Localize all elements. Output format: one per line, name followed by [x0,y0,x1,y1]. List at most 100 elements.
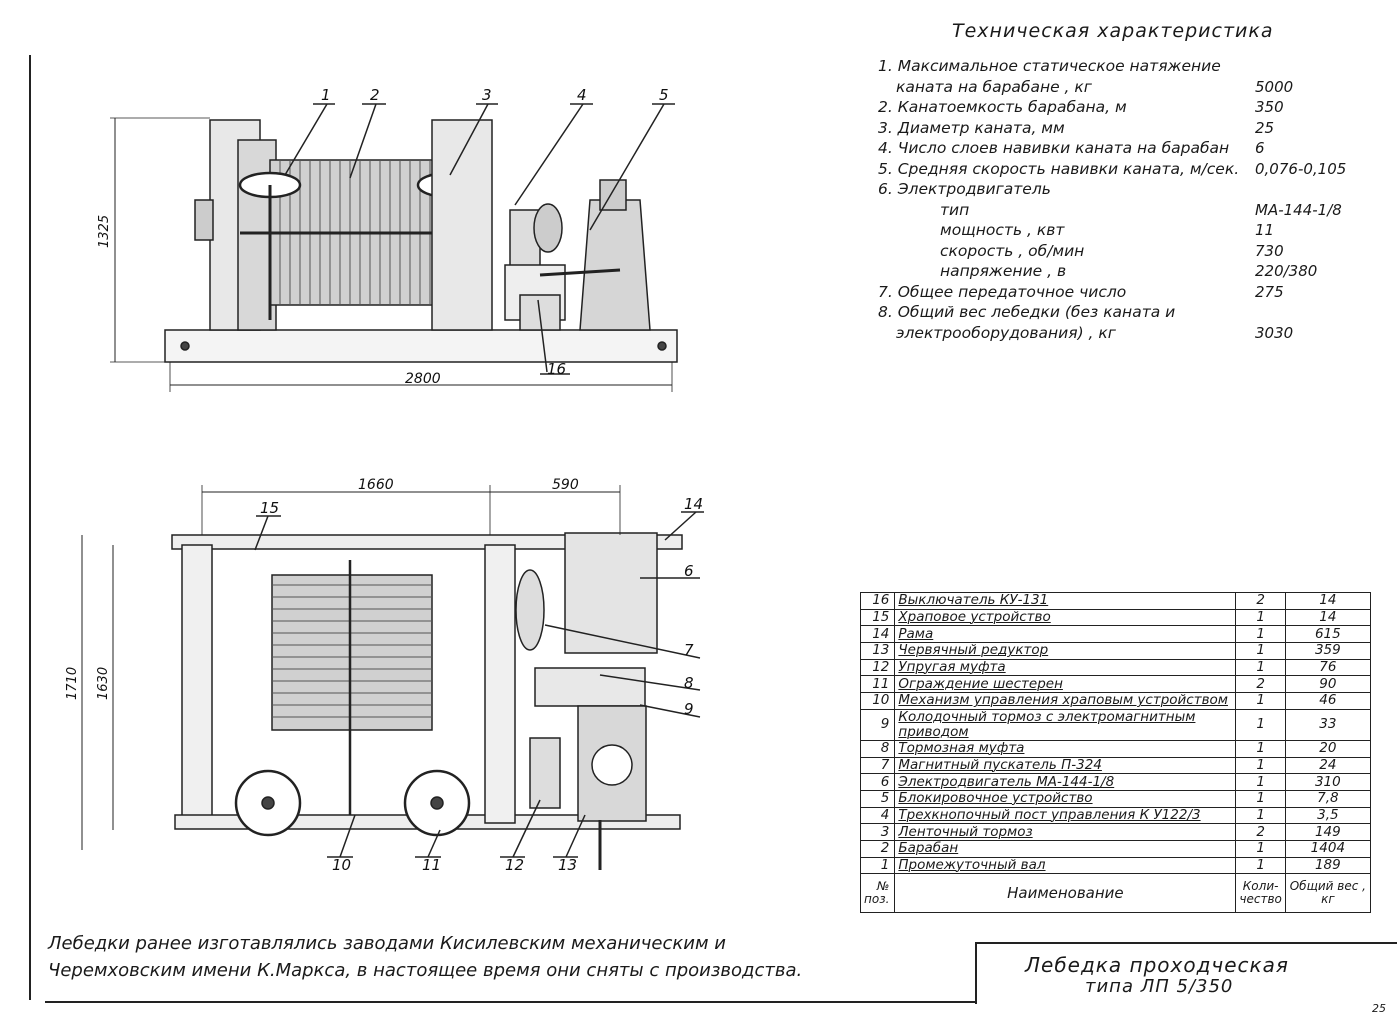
parts-cell-wt: 3,5 [1284,806,1371,825]
parts-cell-pos: 3 [859,823,896,841]
callout-4: 4 [577,86,587,104]
spec-line-text: 8. Общий вес лебедки (без каната и [878,303,1176,321]
parts-cell-qty: 2 [1235,592,1286,610]
plan-drum [271,574,433,731]
spec-line-value: 275 [1255,282,1284,301]
parts-cell-name: Храповое устройство [894,608,1237,627]
parts-table-header: № поз. Наименование Коли-чество Общий ве… [859,873,1371,914]
parts-cell-name: Червячный редуктор [894,642,1237,660]
spec-line-text: напряжение , в [940,262,1067,280]
parts-cell-wt: 20 [1284,739,1371,758]
parts-cell-wt: 46 [1284,692,1371,710]
title-line2: типа ЛП 5/350 [1085,976,1234,997]
side-view [110,103,678,392]
parts-cell-name: Трехкнопочный пост управления К У122/3 [894,806,1237,825]
callout-14: 14 [684,495,703,513]
parts-cell-qty: 2 [1235,823,1286,841]
parts-cell-wt: 189 [1284,856,1371,875]
parts-cell-qty: 1 [1235,806,1286,825]
spec-line-text: мощность , квт [940,221,1065,239]
callout-10: 10 [332,856,351,874]
parts-cell-qty: 1 [1235,789,1286,808]
plan-brake [534,667,646,707]
spec-line-text: 3. Диаметр каната, мм [878,118,1065,137]
spec-line-value: 5000 [1255,77,1294,96]
parts-cell-qty: 1 [1235,642,1286,660]
parts-cell-wt: 149 [1284,823,1371,841]
plan-top-rail [171,534,683,550]
parts-cell-wt: 24 [1284,756,1371,775]
parts-cell-wt: 76 [1284,658,1371,677]
header-pos: № поз. [859,873,896,914]
parts-cell-qty: 1 [1235,658,1286,677]
spec-line-value: 220/380 [1255,262,1318,280]
parts-cell-qty: 1 [1235,608,1286,627]
callout-11: 11 [422,856,441,874]
parts-cell-wt: 615 [1284,625,1371,644]
spec-line-text: тип [940,200,970,219]
parts-cell-name: Выключатель КУ-131 [894,592,1237,610]
parts-cell-name: Колодочный тормоз с электромагнитным при… [894,708,1237,741]
spec-line-text: каната на барабане , кг [896,77,1092,96]
dim-side-height: 1325 [97,215,112,248]
callout-15: 15 [260,499,279,517]
parts-cell-wt: 310 [1284,773,1371,791]
parts-cell-name: Ленточный тормоз [894,823,1237,841]
parts-cell-qty: 1 [1235,625,1286,644]
spec-line-value: 0,076-0,105 [1255,159,1347,178]
footer-note-line2: Черемховским имени К.Маркса, в настоящее… [48,960,803,981]
callout-5: 5 [659,86,669,104]
footer-note-line1: Лебедки ранее изготавлялись заводами Кис… [48,933,726,954]
plan-motor [564,532,658,654]
parts-cell-pos: 5 [859,789,896,808]
plan-left-rail [181,544,213,824]
side-brake [533,203,563,253]
plan-view [81,485,704,870]
parts-cell-name: Механизм управления храповым устройством [894,692,1237,710]
spec-line-value: 25 [1255,118,1275,137]
parts-cell-pos: 14 [859,625,896,644]
spec-line-value: 730 [1255,241,1284,260]
parts-cell-name: Электродвигатель МА-144-1/8 [894,773,1237,791]
parts-cell-qty: 1 [1235,739,1286,758]
parts-cell-name: Магнитный пускатель П-324 [894,756,1237,775]
parts-cell-pos: 13 [859,642,896,660]
dim-side-length: 2800 [405,371,441,387]
spec-line-text: 2. Канатоемкость барабана, м [878,98,1127,116]
header-name: Наименование [894,873,1237,914]
title-block [975,942,1397,1004]
callout-7: 7 [684,641,694,659]
parts-cell-pos: 2 [859,839,896,858]
page-mark: 25 [1372,1002,1386,1015]
parts-cell-name: Барабан [894,839,1237,858]
parts-cell-pos: 11 [859,675,896,694]
side-reducer [579,199,651,331]
parts-cell-pos: 15 [859,608,896,627]
parts-cell-name: Блокировочное устройство [894,789,1237,808]
parts-cell-name: Упругая муфта [894,658,1237,677]
parts-cell-pos: 4 [859,806,896,825]
parts-cell-pos: 10 [859,692,896,710]
spec-line-text: 6. Электродвигатель [878,180,1051,198]
parts-cell-pos: 16 [859,592,896,610]
parts-cell-wt: 33 [1284,708,1371,741]
parts-cell-qty: 1 [1235,839,1286,858]
parts-cell-qty: 1 [1235,708,1286,741]
callout-9: 9 [684,700,694,718]
parts-cell-qty: 2 [1235,675,1286,694]
